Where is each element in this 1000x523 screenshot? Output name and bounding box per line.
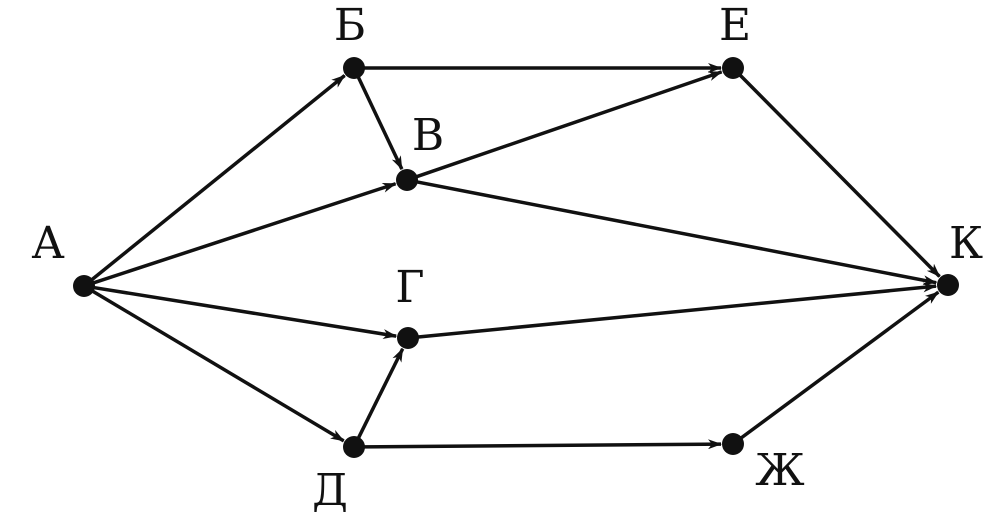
edge-G-K	[416, 282, 938, 339]
node-label-Zh: Ж	[755, 445, 804, 496]
node-G	[397, 327, 419, 349]
edge-V-E	[414, 70, 723, 179]
edge-D-G	[356, 347, 405, 440]
edge-A-G	[92, 285, 398, 339]
node-V	[396, 169, 418, 191]
edge-D-Zh	[362, 439, 723, 450]
edge-A-V	[92, 182, 397, 285]
node-label-G: Г	[395, 262, 424, 313]
node-D	[343, 436, 365, 458]
node-label-E: Е	[719, 0, 751, 51]
node-label-V: В	[412, 110, 444, 161]
node-E	[722, 57, 744, 79]
edge-A-D	[90, 289, 345, 443]
edge-V-K	[415, 179, 938, 286]
edge-B-V	[356, 75, 404, 171]
edge-A-B	[89, 74, 346, 282]
node-Zh	[722, 433, 744, 455]
node-B	[343, 57, 365, 79]
labels-layer: А Б В Г Д Е Ж К	[31, 0, 983, 516]
edges-layer	[89, 63, 941, 450]
node-label-D: Д	[312, 465, 348, 516]
node-K	[937, 274, 959, 296]
edge-Zh-K	[739, 290, 940, 441]
node-label-B: Б	[334, 0, 366, 51]
node-label-K: К	[949, 218, 983, 269]
nodes-layer	[73, 57, 959, 458]
node-A	[73, 275, 95, 297]
node-label-A: А	[31, 218, 64, 269]
edge-E-K	[738, 73, 941, 278]
